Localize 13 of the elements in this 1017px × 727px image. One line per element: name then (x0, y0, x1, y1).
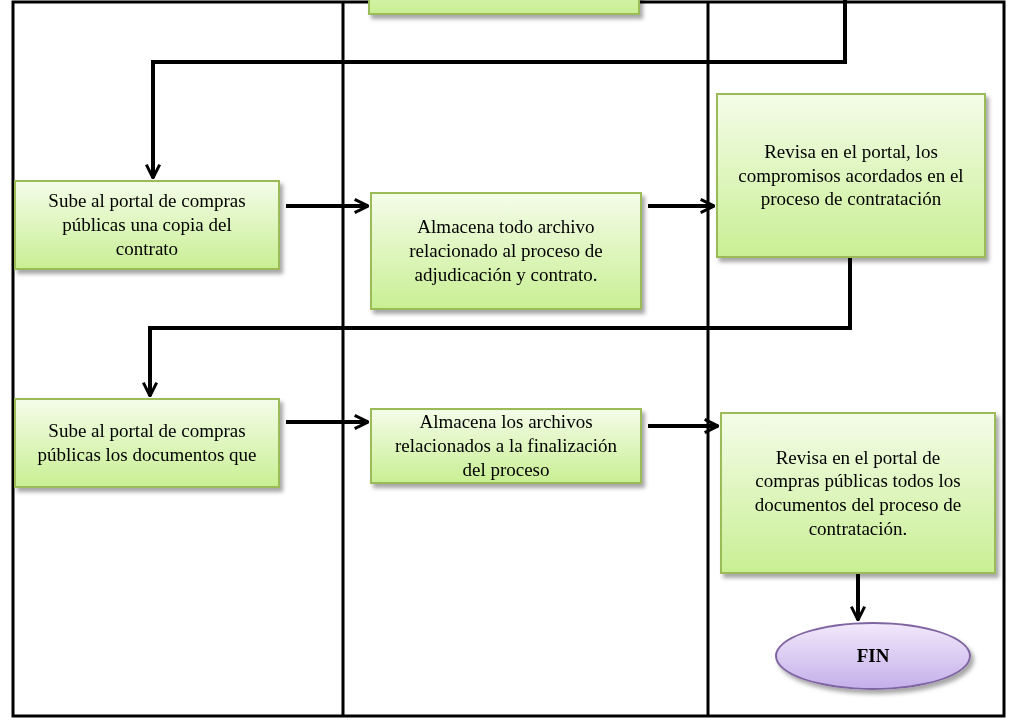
arrow (648, 417, 720, 435)
arrow (648, 197, 716, 215)
arrow (286, 197, 370, 215)
process-box: Sube al portal de compras públicas los documentos que (14, 398, 280, 488)
arrow (849, 574, 867, 622)
process-box: Revisa en el portal, los compromisos acordados en el proceso de contratación (716, 93, 986, 258)
process-box: Almacena los archivos relacionados a la finalización del proceso (370, 408, 642, 484)
process-box: Sube al portal de compras públicas una copia del contrato (14, 180, 280, 270)
arrow (286, 413, 370, 431)
terminal-oval: FIN (775, 622, 971, 690)
process-box: Revisa en el portal de compras públicas todos los documentos del proceso de contratación. (720, 412, 996, 574)
process-box: Almacena todo archivo relacionado al proceso de adjudicación y contrato. (370, 192, 642, 310)
arrow (144, 0, 847, 180)
